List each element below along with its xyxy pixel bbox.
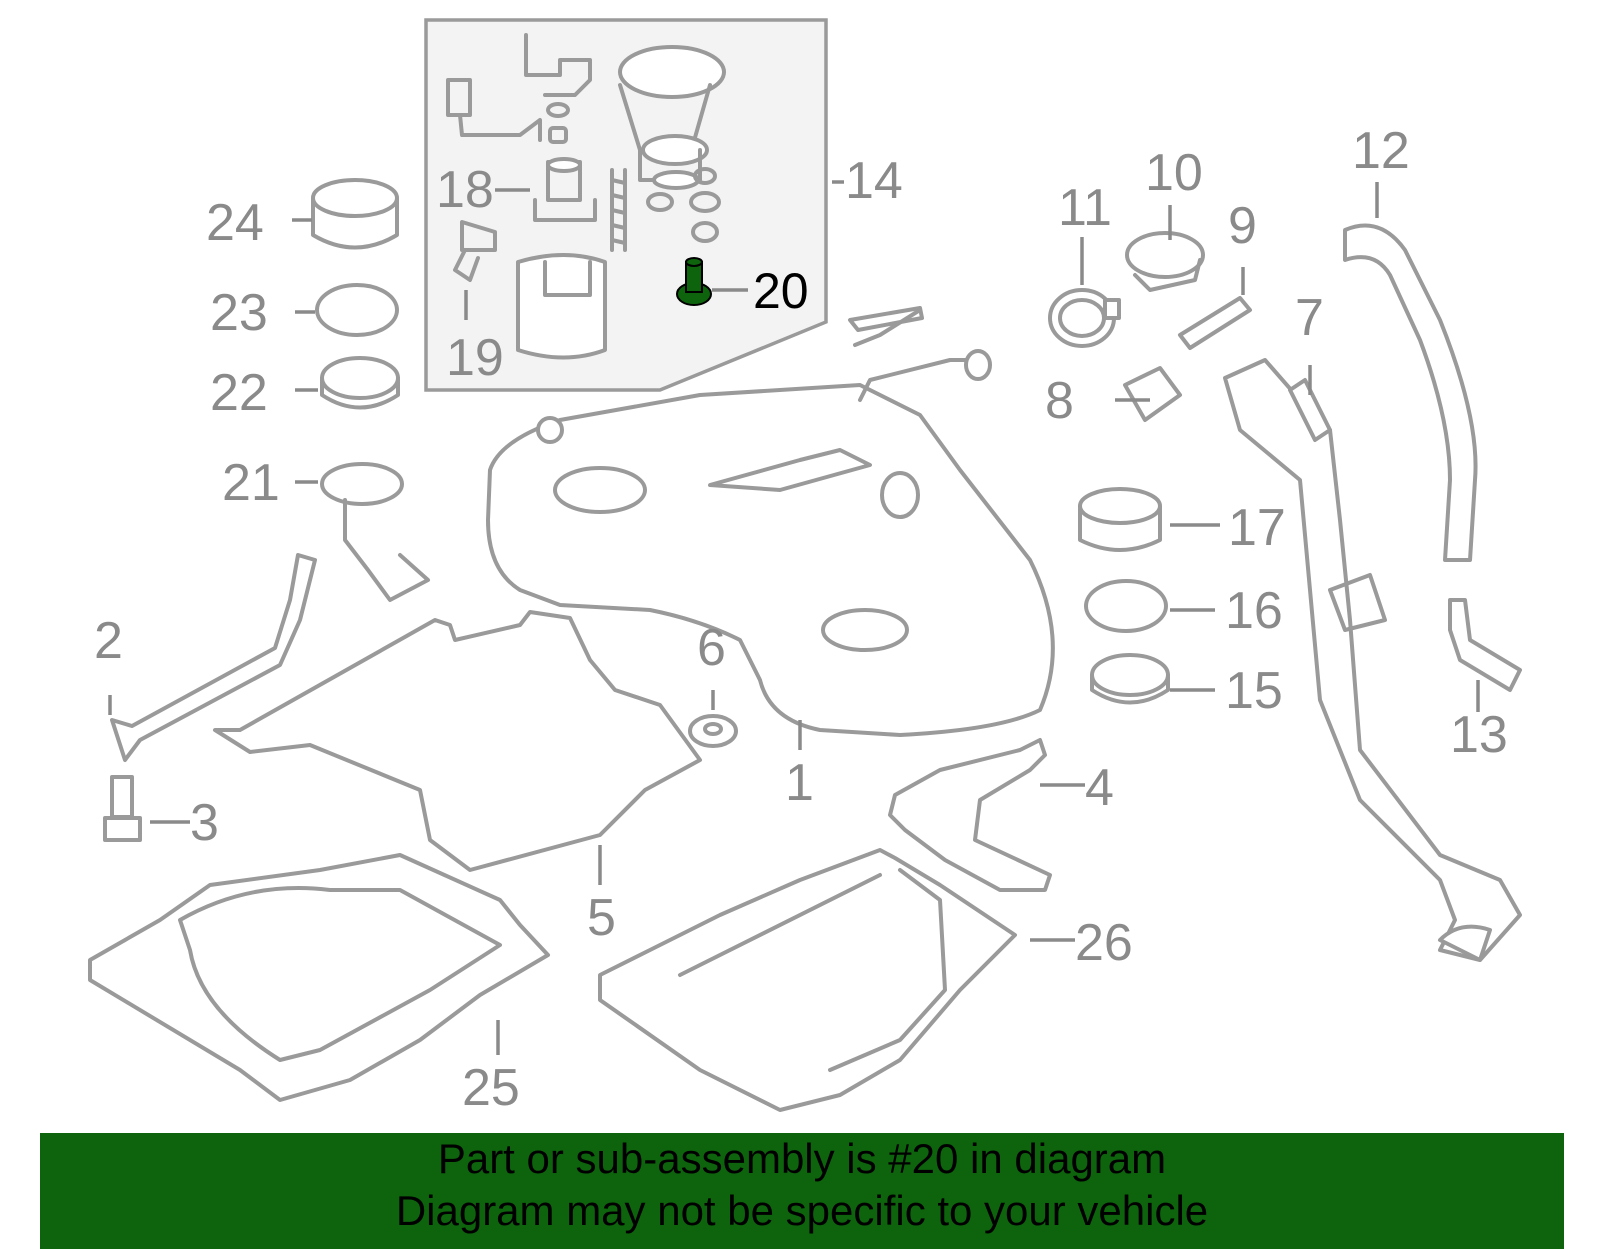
filler-neck-7 xyxy=(1223,358,1522,962)
callout-16: 16 xyxy=(1225,582,1283,640)
callout-11: 11 xyxy=(1058,179,1112,237)
callout-19: 19 xyxy=(446,329,504,387)
callout-8: 8 xyxy=(1045,372,1074,430)
tank-port-left xyxy=(553,466,647,514)
bolt-3 xyxy=(103,775,142,842)
inset-parts xyxy=(446,33,726,360)
callout-14: 14 xyxy=(845,152,903,210)
callout-12: 12 xyxy=(1352,122,1410,180)
skid-plate-26 xyxy=(598,848,1017,1112)
callout-15: 15 xyxy=(1225,662,1283,720)
callout-20: 20 xyxy=(753,263,809,319)
banner-line-1: Part or sub-assembly is #20 in diagram xyxy=(437,1135,1167,1182)
callout-17: 17 xyxy=(1228,499,1286,557)
hose-12 xyxy=(1343,223,1478,562)
banner-line-2: Diagram may not be specific to your vehi… xyxy=(395,1187,1209,1234)
callout-3: 3 xyxy=(190,794,219,852)
skid-plate-25 xyxy=(88,853,550,1102)
hose-13 xyxy=(1448,598,1522,692)
callout-5: 5 xyxy=(587,889,616,947)
ring-15 xyxy=(1090,653,1170,705)
callout-9: 9 xyxy=(1228,197,1257,255)
callout-22: 22 xyxy=(210,364,268,422)
callout-26: 26 xyxy=(1075,914,1133,972)
bracket-4 xyxy=(888,738,1052,892)
ring-24 xyxy=(311,178,399,250)
seal-16 xyxy=(1084,579,1168,633)
info-banner: Part or sub-assembly is #20 in diagram D… xyxy=(40,1133,1564,1249)
cap-10 xyxy=(1125,231,1205,292)
callout-18: 18 xyxy=(436,161,494,219)
seal-23 xyxy=(315,283,399,337)
callout-7: 7 xyxy=(1295,289,1324,347)
callout-21: 21 xyxy=(222,454,280,512)
callout-6: 6 xyxy=(697,619,726,677)
callout-24: 24 xyxy=(206,194,264,252)
ring-17 xyxy=(1078,487,1162,552)
ring-22 xyxy=(320,356,400,410)
clip-8 xyxy=(1123,366,1182,422)
callout-4: 4 xyxy=(1085,759,1114,817)
callout-10: 10 xyxy=(1145,144,1203,202)
callout-25: 25 xyxy=(462,1059,520,1117)
part-20-highlighted[interactable] xyxy=(676,257,712,306)
strap-2 xyxy=(110,553,317,762)
grommet-6 xyxy=(688,714,738,748)
sender-21 xyxy=(320,462,430,602)
callout-2: 2 xyxy=(94,612,123,670)
clamp-11 xyxy=(1048,288,1121,348)
callout-1: 1 xyxy=(785,754,814,812)
heat-shield-5 xyxy=(213,610,702,872)
callout-13: 13 xyxy=(1450,706,1508,764)
callout-23: 23 xyxy=(210,284,268,342)
seal-9 xyxy=(1178,296,1252,350)
leader-lines xyxy=(108,180,1480,1055)
tank-port-right xyxy=(821,608,909,652)
